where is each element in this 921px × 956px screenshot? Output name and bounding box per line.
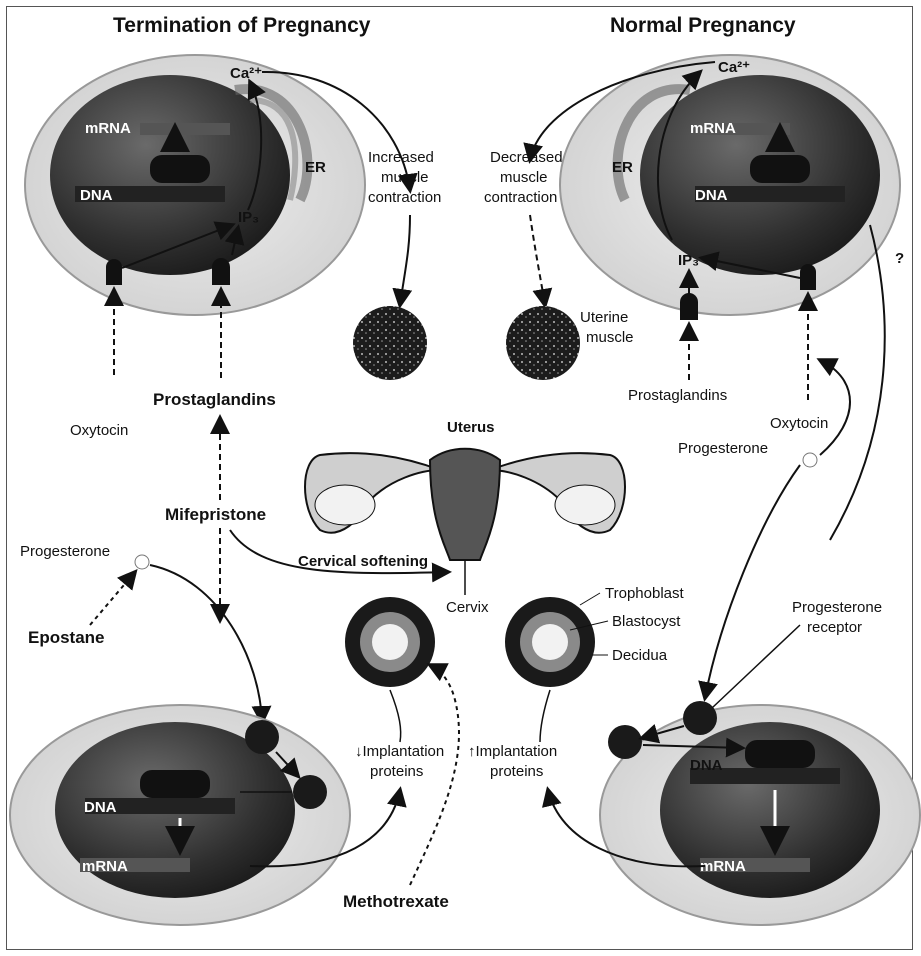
dna-label-bottom-right: DNA (690, 757, 723, 774)
progesterone-label-left: Progesterone (20, 543, 110, 560)
decreased-label-1: Decreased (490, 149, 563, 166)
blastocyst-left (345, 597, 435, 687)
increased-label-1: Increased (368, 149, 434, 166)
mifepristone-label: Mifepristone (165, 505, 266, 524)
progesterone-molecule-right (803, 453, 817, 467)
receptor-bound-right-1 (683, 701, 717, 735)
implantation-right-1: ↑Implantation (468, 743, 557, 760)
uterus-illustration (305, 449, 625, 560)
ip3-label-top-right: IP₃ (678, 252, 699, 269)
increased-label-2: muscle (381, 169, 429, 186)
ca-label-top-left: Ca²⁺ (230, 65, 262, 82)
cervix-label: Cervix (446, 599, 489, 616)
increased-label-3: contraction (368, 189, 441, 206)
trophoblast-label: Trophoblast (605, 585, 684, 602)
mrna-label-bottom-left: mRNA (82, 858, 128, 875)
progesterone-receptor-label-2: receptor (807, 619, 862, 636)
ip3-label-top-left: IP₃ (238, 209, 259, 226)
receptor-bound-left-2 (293, 775, 327, 809)
implantation-left-2: proteins (370, 763, 423, 780)
dna-label-top-left: DNA (80, 187, 113, 204)
implantation-left-1: ↓Implantation (355, 743, 444, 760)
receptor-bound-right-2 (608, 725, 642, 759)
prostaglandin-receptor-left (212, 258, 230, 285)
oxytocin-receptor-left (106, 259, 122, 285)
dna-label-top-right: DNA (695, 187, 728, 204)
heading-normal: Normal Pregnancy (610, 14, 796, 37)
uterus-label: Uterus (447, 419, 495, 436)
decreased-label-2: muscle (500, 169, 548, 186)
mrna-label-top-right: mRNA (690, 120, 736, 137)
methotrexate-label: Methotrexate (343, 892, 449, 911)
dna-label-bottom-left: DNA (84, 799, 117, 816)
mrna-label-top-left: mRNA (85, 120, 131, 137)
decidua-label: Decidua (612, 647, 668, 664)
oxytocin-label-right: Oxytocin (770, 415, 828, 432)
blastocyst-right (505, 597, 595, 687)
cell-bottom-right (600, 705, 920, 925)
prostaglandins-label-right: Prostaglandins (628, 387, 727, 404)
implantation-right-2: proteins (490, 763, 543, 780)
oxytocin-label-left: Oxytocin (70, 422, 128, 439)
uterine-muscle-label-1: Uterine (580, 309, 628, 326)
cell-top-right (560, 55, 900, 315)
muscle-relaxed (506, 306, 580, 380)
er-label-top-right: ER (612, 159, 633, 176)
progesterone-label-right: Progesterone (678, 440, 768, 457)
epostane-label: Epostane (28, 628, 105, 647)
blastocyst-label: Blastocyst (612, 613, 681, 630)
uterine-muscle-label-2: muscle (586, 329, 634, 346)
cell-top-left (25, 55, 365, 315)
decreased-label-3: contraction (484, 189, 557, 206)
question-mark: ? (895, 250, 904, 267)
prostaglandins-label-left: Prostaglandins (153, 390, 276, 409)
receptor-bound-left-1 (245, 720, 279, 754)
muscle-contracted (353, 306, 427, 380)
ca-label-top-right: Ca²⁺ (718, 59, 750, 76)
mrna-label-bottom-right: mRNA (700, 858, 746, 875)
cervical-softening-label: Cervical softening (298, 553, 428, 570)
progesterone-molecule-left (135, 555, 149, 569)
progesterone-receptor-label-1: Progesterone (792, 599, 882, 616)
cell-bottom-left (10, 705, 350, 925)
oxytocin-receptor-right (800, 264, 816, 290)
heading-termination: Termination of Pregnancy (113, 14, 371, 37)
er-label-top-left: ER (305, 159, 326, 176)
